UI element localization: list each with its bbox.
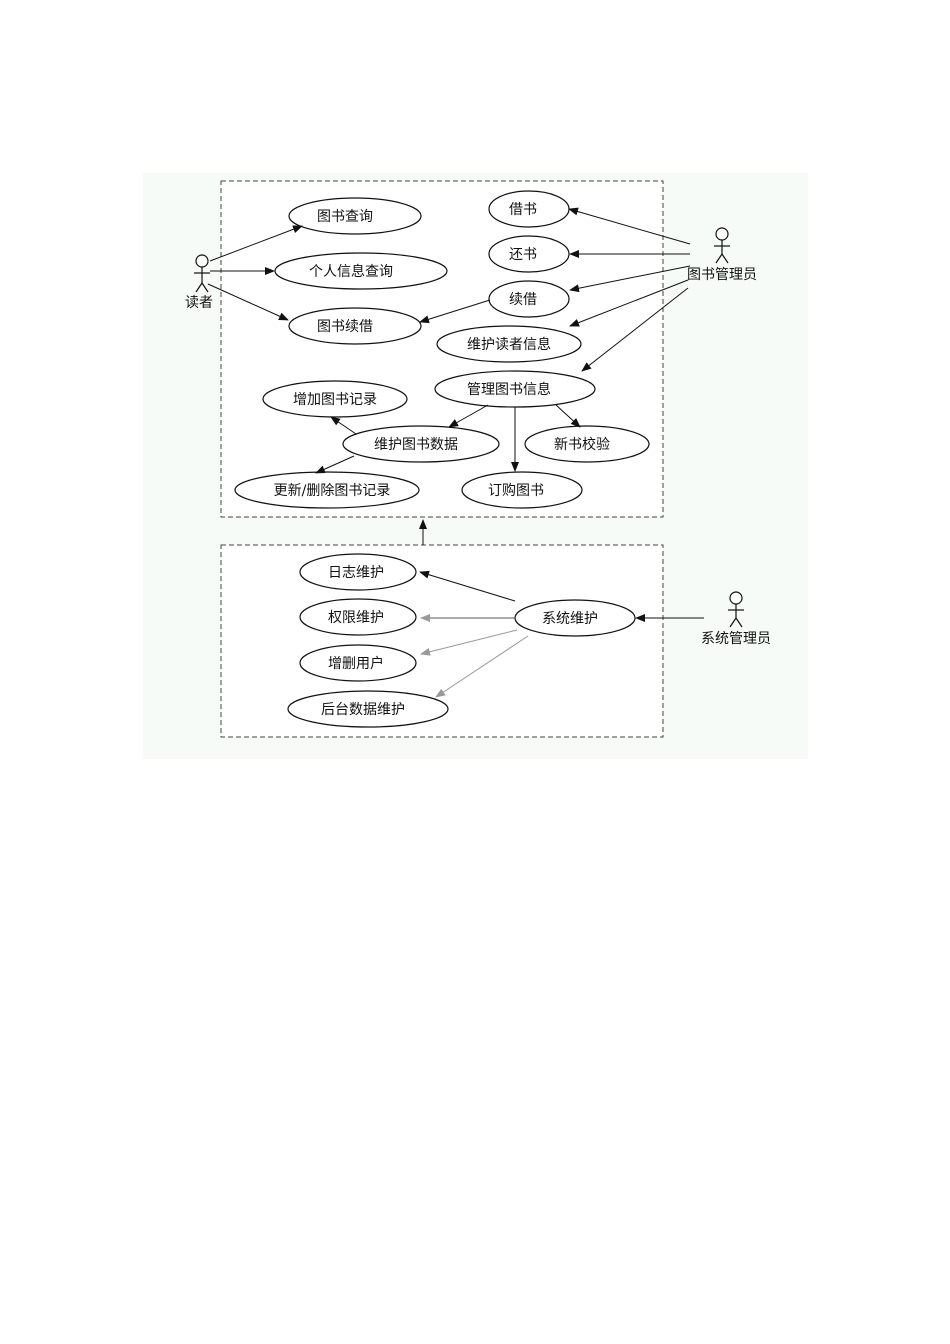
edge-manage-new-check	[555, 404, 581, 428]
usecase-log-maintain: 日志维护	[299, 553, 417, 591]
usecase-order-book: 订购图书	[461, 471, 583, 509]
edge-reader-book-query	[209, 225, 303, 262]
usecase-permission-maintain: 权限维护	[299, 598, 417, 636]
edge-manage-maintain-data	[448, 404, 489, 428]
usecase-book-query: 图书查询	[288, 197, 422, 235]
usecase-book-query-label: 图书查询	[317, 209, 373, 225]
librarian-head-icon	[715, 227, 729, 241]
usecase-manage-book-info-label: 管理图书信息	[467, 381, 551, 398]
usecase-permission-maintain-label: 权限维护	[328, 610, 384, 626]
actor-librarian-label: 图书管理员	[687, 267, 757, 283]
usecase-add-book-record-label: 增加图书记录	[293, 392, 377, 408]
usecase-new-book-check-label: 新书校验	[554, 436, 610, 453]
edge-system-backend	[435, 635, 529, 698]
actor-sysadmin-label: 系统管理员	[701, 631, 771, 647]
usecase-backend-data-maintain-label: 后台数据维护	[321, 702, 405, 718]
actor-reader: 读者	[185, 254, 213, 311]
usecase-maintain-book-data: 维护图书数据	[342, 425, 500, 463]
usecase-backend-data-maintain: 后台数据维护	[287, 690, 449, 728]
usecase-update-delete-record: 更新/删除图书记录	[234, 471, 420, 509]
edge-system-add-user	[420, 629, 518, 656]
edge-librarian-borrow	[568, 207, 691, 245]
usecase-maintain-reader-info-label: 维护读者信息	[467, 336, 551, 353]
usecase-add-delete-user-label: 增删用户	[328, 655, 384, 672]
usecase-personal-info-query-label: 个人信息查询	[309, 263, 393, 280]
usecase-maintain-book-data-label: 维护图书数据	[374, 437, 458, 453]
reader-head-icon	[195, 254, 209, 268]
usecase-personal-info-query: 个人信息查询	[274, 252, 448, 290]
edge-librarian-maintain-reader	[569, 279, 689, 327]
usecase-maintain-reader-info: 维护读者信息	[436, 325, 582, 363]
usecase-borrow: 借书	[488, 190, 570, 228]
actor-reader-label: 读者	[185, 294, 213, 311]
usecase-system-maintain-label: 系统维护	[542, 611, 598, 627]
usecase-update-delete-record-label: 更新/删除图书记录	[274, 483, 391, 499]
edge-maintain-add-record	[330, 416, 357, 435]
usecase-add-delete-user: 增删用户	[299, 644, 417, 682]
usecase-system-maintain: 系统维护	[514, 599, 636, 637]
usecase-book-renew: 图书续借	[288, 307, 422, 345]
usecase-borrow-label: 借书	[509, 202, 537, 218]
usecase-manage-book-info: 管理图书信息	[434, 370, 596, 408]
usecase-renew-label: 续借	[509, 291, 537, 308]
usecase-return-label: 还书	[509, 247, 537, 263]
usecase-renew: 续借	[488, 280, 570, 318]
actor-sysadmin: 系统管理员	[701, 591, 771, 647]
edge-reader-book-renew	[207, 283, 289, 321]
actor-librarian: 图书管理员	[687, 227, 757, 283]
usecase-log-maintain-label: 日志维护	[328, 565, 384, 581]
edge-system-log	[419, 570, 516, 602]
usecase-return: 还书	[488, 235, 570, 273]
edge-librarian-renew	[569, 265, 691, 293]
edge-librarian-manage-book	[581, 287, 689, 372]
usecase-new-book-check: 新书校验	[524, 425, 650, 463]
sysadmin-head-icon	[729, 591, 743, 605]
usecase-add-book-record: 增加图书记录	[262, 380, 408, 418]
usecase-book-renew-label: 图书续借	[317, 318, 373, 335]
edge-renew-book-renew	[419, 299, 491, 324]
usecase-order-book-label: 订购图书	[488, 483, 544, 499]
edge-maintain-update-delete	[315, 455, 355, 474]
